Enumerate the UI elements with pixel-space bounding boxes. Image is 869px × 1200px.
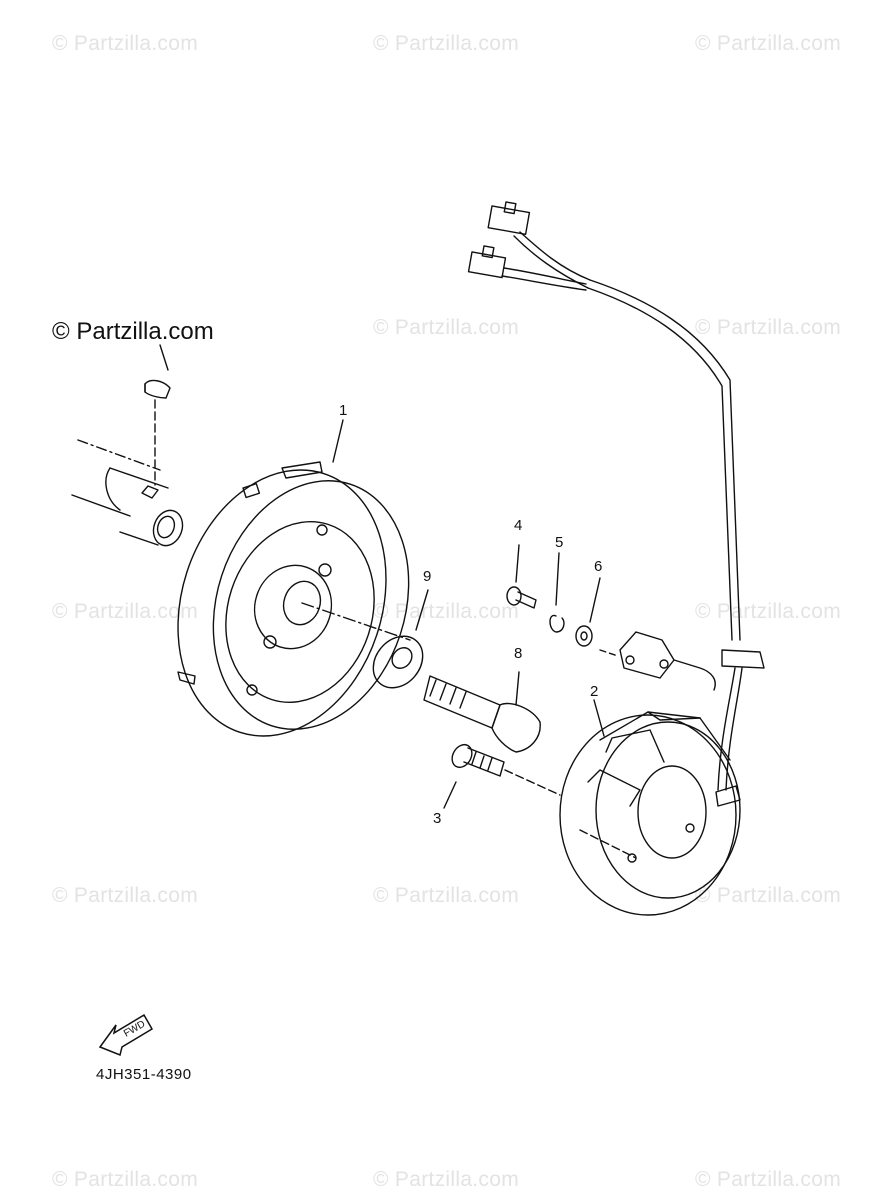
connectors <box>467 201 591 291</box>
watermark: © Partzilla.com <box>695 316 842 339</box>
watermark: © Partzilla.com <box>373 600 520 623</box>
callout-1: 1 <box>339 402 348 419</box>
watermark: © Partzilla.com <box>373 316 520 339</box>
rotor-assembly <box>177 419 411 737</box>
washer <box>372 589 429 689</box>
watermark: © Partzilla.com <box>373 1168 520 1191</box>
watermark: © Partzilla.com <box>695 1168 842 1191</box>
pickup-coil <box>619 631 716 691</box>
diagram-code: 4JH351-4390 <box>96 1066 192 1083</box>
callout-4: 4 <box>514 517 523 534</box>
callout-5: 5 <box>555 534 564 551</box>
watermark: © Partzilla.com <box>695 884 842 907</box>
woodruff-key <box>144 344 171 486</box>
stator-screw <box>443 743 561 809</box>
rotor-bolt <box>423 671 541 753</box>
watermark: © Partzilla.com <box>373 32 520 55</box>
fwd-arrow-icon: FWD <box>98 1013 154 1057</box>
stator-coil <box>559 699 741 916</box>
watermark: © Partzilla.com <box>52 884 199 907</box>
wire-harness <box>587 279 765 807</box>
callout-3: 3 <box>433 810 442 827</box>
callout-2: 2 <box>590 683 599 700</box>
watermark: © Partzilla.com <box>52 32 199 55</box>
callout-9: 9 <box>423 568 432 585</box>
watermark: © Partzilla.com <box>52 1168 199 1191</box>
callout-6: 6 <box>594 558 603 575</box>
callout-8: 8 <box>514 645 523 662</box>
watermark-dark: © Partzilla.com <box>52 318 214 345</box>
watermark: © Partzilla.com <box>52 600 199 623</box>
small-hardware <box>506 544 619 657</box>
watermark: © Partzilla.com <box>695 32 842 55</box>
watermark: © Partzilla.com <box>373 884 520 907</box>
crankshaft <box>71 439 184 547</box>
